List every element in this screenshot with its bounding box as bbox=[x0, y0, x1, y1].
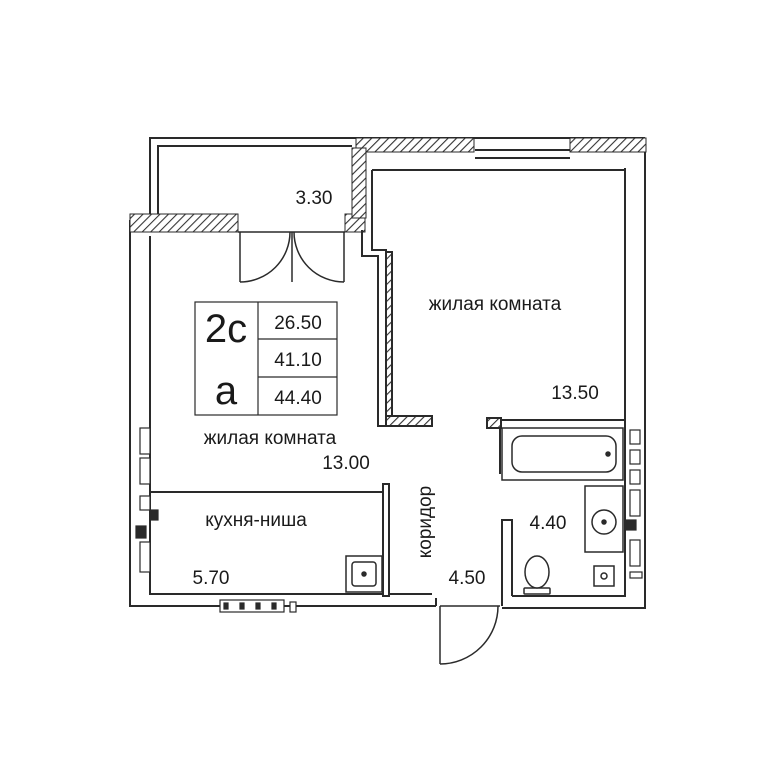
living-room-left-label: жилая комната bbox=[204, 428, 337, 449]
radiator bbox=[219, 599, 297, 613]
kitchen-area: 5.70 bbox=[193, 568, 230, 589]
living-room-right-label: жилая комната bbox=[429, 294, 562, 315]
right-wall-windows bbox=[625, 429, 643, 579]
living-room-right-area: 13.50 bbox=[551, 383, 599, 404]
kitchen-label: кухня-ниша bbox=[205, 510, 307, 531]
shower-tray bbox=[593, 565, 615, 587]
apartment-letter: а bbox=[215, 369, 238, 413]
corridor-label: коридор bbox=[415, 486, 436, 559]
hatched-walls bbox=[129, 137, 647, 233]
toilet bbox=[523, 555, 551, 595]
apartment-type-code: 2с bbox=[205, 307, 247, 351]
washbasin bbox=[584, 485, 624, 553]
bathroom-area: 4.40 bbox=[530, 513, 567, 534]
kitchen-sink bbox=[345, 555, 383, 593]
bathtub bbox=[501, 427, 624, 481]
corridor-area: 4.50 bbox=[449, 568, 486, 589]
left-wall-windows bbox=[135, 427, 159, 573]
interior-walls bbox=[150, 170, 625, 606]
living-room-left-area: 13.00 bbox=[322, 453, 370, 474]
area-total: 41.10 bbox=[274, 350, 322, 371]
exterior-walls bbox=[129, 137, 646, 609]
balcony-area: 3.30 bbox=[296, 188, 333, 209]
balcony-doors bbox=[238, 231, 345, 283]
area-table bbox=[194, 301, 338, 416]
area-living: 26.50 bbox=[274, 313, 322, 334]
area-total-with-balcony: 44.40 bbox=[274, 388, 322, 409]
entry-door bbox=[439, 605, 500, 665]
